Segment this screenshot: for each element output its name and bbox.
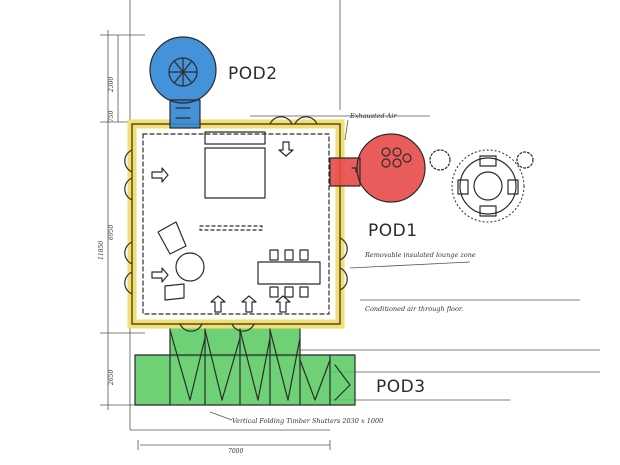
- pod3-deck: [134, 324, 356, 406]
- dimension-left-a: 2300: [108, 77, 115, 93]
- pod3-label: POD3: [376, 377, 426, 397]
- construction-lines: [100, 0, 600, 450]
- dimension-left-c: 6950: [108, 225, 115, 240]
- pod2-unit: [149, 36, 217, 129]
- bed: [204, 147, 266, 199]
- dining-table: [257, 261, 321, 285]
- note-exhausted-air: Exhausted Air: [349, 112, 397, 120]
- annotations: Exhausted Air Removable insulated lounge…: [209, 112, 476, 425]
- main-room: [124, 116, 348, 332]
- pod1-label: POD1: [368, 221, 418, 241]
- round-table: [175, 252, 205, 282]
- dimension-left-b: 750: [108, 110, 115, 122]
- dimension-left-d: 2650: [108, 370, 115, 386]
- note-shutters: Vertical Folding Timber Shutters 2030 x …: [232, 417, 383, 425]
- pod1-unit: [329, 133, 426, 203]
- pod2-label: POD2: [228, 64, 278, 84]
- dimension-overall-height: 11850: [98, 241, 105, 260]
- note-conditioned-air: Conditioned air through floor.: [365, 305, 463, 313]
- outdoor-table: [429, 149, 534, 223]
- dimension-labels: 2300 750 11850 6950 2650 7000: [98, 77, 243, 455]
- dimension-overall-width: 7000: [228, 448, 243, 455]
- note-lounge-zone: Removable insulated lounge zone: [364, 251, 476, 259]
